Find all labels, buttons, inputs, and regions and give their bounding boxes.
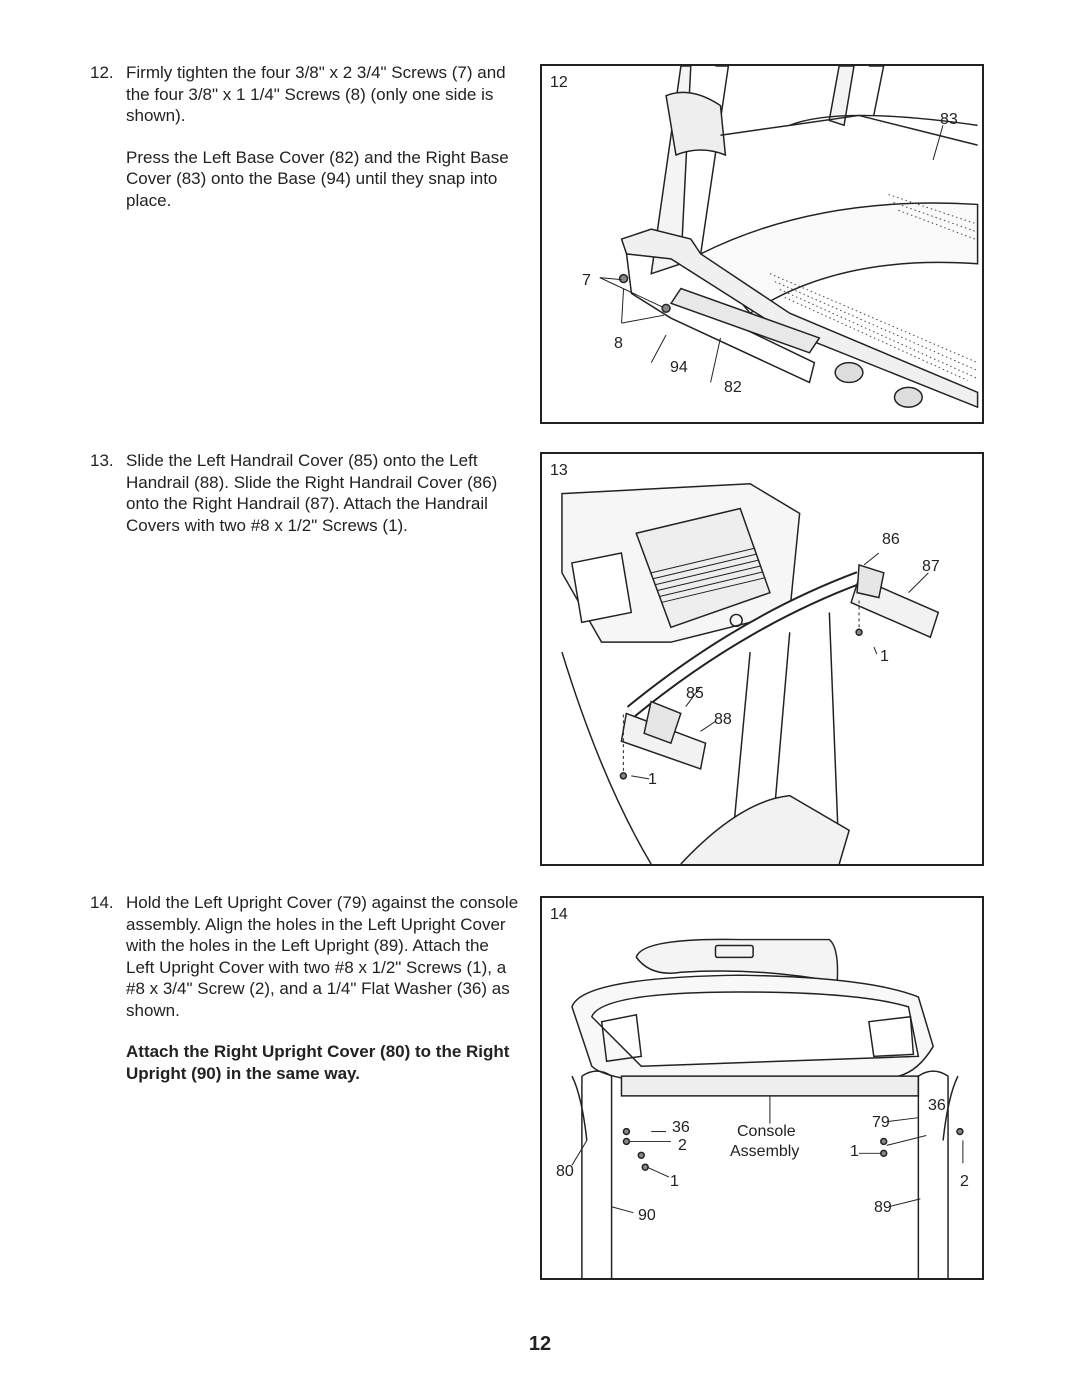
callout-label: 85 xyxy=(686,685,704,702)
callout-label: 79 xyxy=(872,1114,890,1131)
callout-label: 7 xyxy=(582,272,591,289)
callout-label: 90 xyxy=(638,1207,656,1224)
step-paragraph: Slide the Left Handrail Cover (85) onto … xyxy=(126,451,498,535)
callout-label: 8 xyxy=(614,335,623,352)
step-number: 14. xyxy=(90,893,114,912)
figure-12-drawing xyxy=(599,66,979,409)
callout-label: 2 xyxy=(960,1173,969,1190)
callout-label: Console xyxy=(737,1123,796,1140)
step-bold-note: Attach the Right Upright Cover (80) to t… xyxy=(126,1042,510,1083)
figure-12: 12 83 7 8 94 82 xyxy=(540,64,984,424)
page-number: 12 xyxy=(528,1333,552,1355)
figure-13: 13 86 87 1 85 88 1 xyxy=(540,452,984,866)
figure-14: 14 36 79 36 Console Assembly 2 1 80 1 2 … xyxy=(540,896,984,1280)
figure-14-drawing xyxy=(571,938,964,1278)
callout-label: 89 xyxy=(874,1199,892,1216)
step-13: 13. Slide the Left Handrail Cover (85) o… xyxy=(90,450,520,536)
callout-label: 36 xyxy=(672,1119,690,1136)
callout-label: 1 xyxy=(648,771,657,788)
callout-label: 1 xyxy=(850,1143,859,1160)
step-paragraph: Firmly tighten the four 3/8" x 2 3/4" Sc… xyxy=(126,63,506,125)
step-14: 14. Hold the Left Upright Cover (79) aga… xyxy=(90,892,520,1084)
callout-label: 94 xyxy=(670,359,688,376)
callout-label: 83 xyxy=(940,111,958,128)
step-paragraph: Hold the Left Upright Cover (79) against… xyxy=(126,893,519,1020)
callout-label: 36 xyxy=(928,1097,946,1114)
figure-13-drawing xyxy=(561,482,940,864)
callout-label: 88 xyxy=(714,711,732,728)
callout-label: 80 xyxy=(556,1163,574,1180)
step-number: 12. xyxy=(90,63,114,82)
step-12: 12. Firmly tighten the four 3/8" x 2 3/4… xyxy=(90,62,520,211)
figure-number: 12 xyxy=(550,74,568,91)
callout-label: 87 xyxy=(922,558,940,575)
step-number: 13. xyxy=(90,451,114,470)
callout-label: 1 xyxy=(670,1173,679,1190)
figure-number: 13 xyxy=(550,462,568,479)
callout-label: 86 xyxy=(882,531,900,548)
step-paragraph: Press the Left Base Cover (82) and the R… xyxy=(126,147,509,210)
callout-label: 82 xyxy=(724,379,742,396)
callout-label: 2 xyxy=(678,1137,687,1154)
callout-label: 1 xyxy=(880,648,889,665)
callout-label: Assembly xyxy=(730,1143,800,1160)
figure-number: 14 xyxy=(550,906,568,923)
